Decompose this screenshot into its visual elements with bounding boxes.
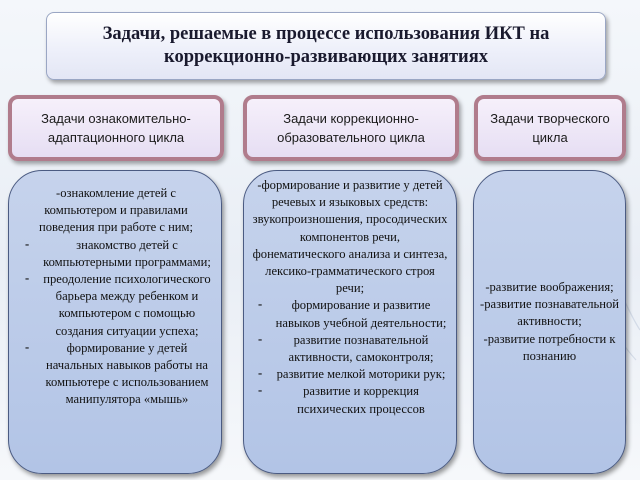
bullet-dash: -: [25, 236, 30, 251]
task-list: -знакомство детей с компьютерными програ…: [19, 237, 213, 409]
header-correction-cycle: Задачи коррекционно-образовательного цик…: [243, 95, 459, 161]
list-item: - развитие и коррекция психических процес…: [252, 383, 448, 417]
diagram-title-text: Задачи, решаемые в процессе использовани…: [102, 24, 550, 67]
list-item-text: формирование и развитие навыков учебной …: [275, 298, 447, 330]
bullet-dash: -: [258, 297, 263, 312]
task-list: -формирование и развитие навыков учебной…: [252, 297, 448, 417]
list-item-text: преодоление психологического барьера меж…: [43, 272, 211, 338]
column-intro: -ознакомление детей с компьютером и прав…: [38, 186, 194, 235]
list-item: -знакомство детей с компьютерными програ…: [19, 237, 213, 271]
list-item-text: развитие и коррекция психических процесс…: [297, 384, 425, 416]
list-item: -развитие мелкой моторики рук;: [252, 366, 448, 383]
diagram-title: Задачи, решаемые в процессе использовани…: [46, 12, 606, 80]
list-item-text: развитие познавательной активности, само…: [288, 332, 434, 365]
task-list: -развитие воображения; -развитие познава…: [480, 279, 619, 365]
list-item-text: знакомство детей с компьютерными програм…: [43, 237, 211, 269]
column-adaptation-tasks: -ознакомление детей с компьютером и прав…: [8, 170, 222, 474]
list-item: -формирование и развитие навыков учебной…: [252, 297, 448, 331]
list-item: - развитие познавательной активности, сам…: [252, 332, 448, 366]
bullet-dash: -: [25, 271, 30, 286]
column-intro: -формирование и развитие у детей речевых…: [252, 178, 448, 296]
header-adaptation-cycle-text: Задачи ознакомительно-адаптационного цик…: [41, 111, 191, 145]
list-item: -развитие познавательной активности;: [480, 297, 620, 329]
bullet-dash: -: [258, 383, 263, 398]
list-item-text: развитие мелкой моторики рук;: [276, 367, 446, 382]
column-creative-tasks: -развитие воображения; -развитие познава…: [473, 170, 626, 474]
header-adaptation-cycle: Задачи ознакомительно-адаптационного цик…: [8, 95, 224, 161]
header-creative-cycle: Задачи творческого цикла: [474, 95, 626, 161]
header-creative-cycle-text: Задачи творческого цикла: [490, 111, 610, 145]
header-correction-cycle-text: Задачи коррекционно-образовательного цик…: [277, 111, 425, 145]
list-item: -преодоление психологического барьера ме…: [19, 271, 213, 340]
bullet-dash: -: [258, 331, 263, 346]
column-correction-tasks: -формирование и развитие у детей речевых…: [243, 170, 457, 474]
bullet-dash: -: [25, 339, 30, 354]
list-item: -развитие потребности к познанию: [483, 331, 616, 363]
list-item-text: формирование у детей начальных навыков р…: [45, 340, 209, 407]
bullet-dash: -: [258, 366, 263, 381]
list-item: -формирование у детей начальных навыков …: [19, 340, 213, 409]
list-item: -развитие воображения;: [485, 279, 614, 294]
